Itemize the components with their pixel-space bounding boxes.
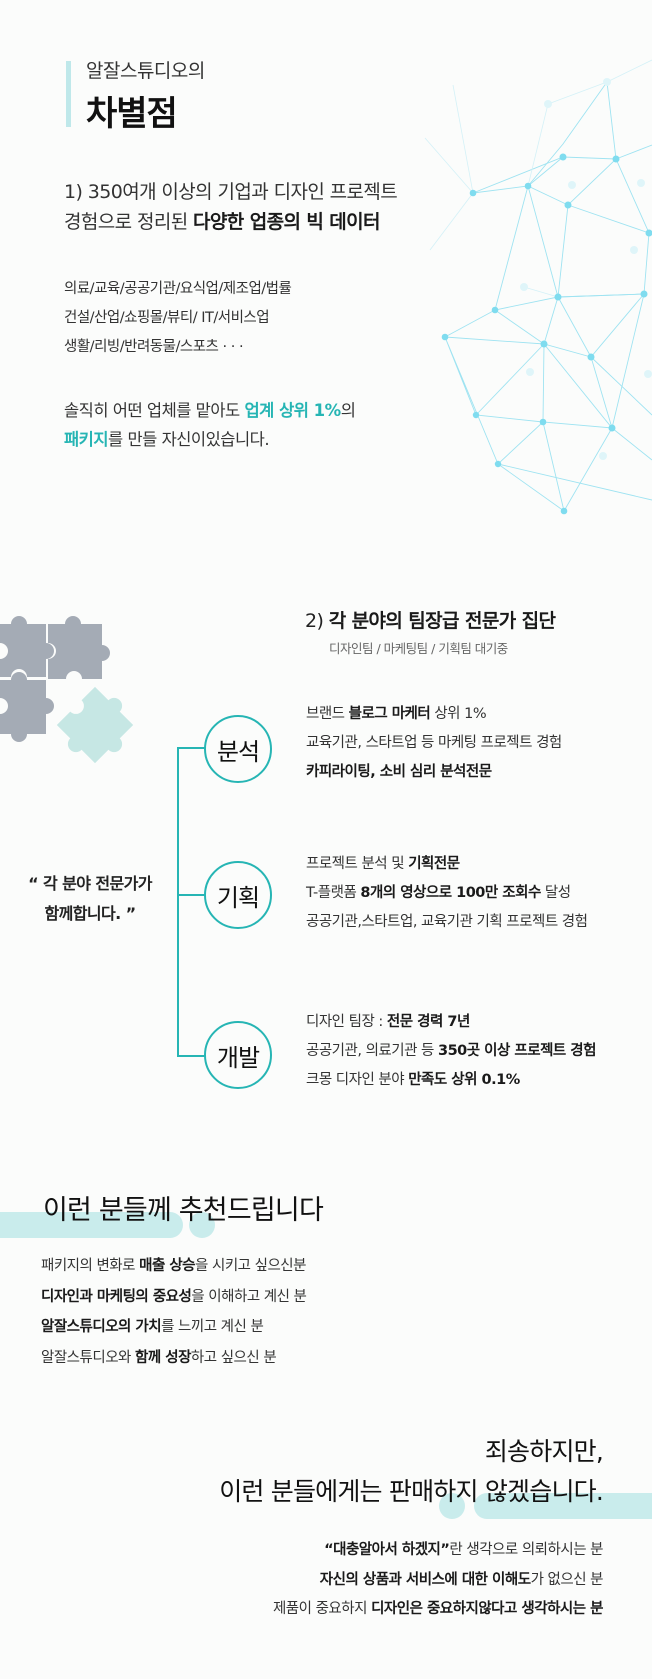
plain-text: 교육기관, 스타트업 등 마케팅 프로젝트 경험 [306, 735, 562, 751]
emphasis-text: 만족도 상위 0.1% [408, 1072, 520, 1088]
plain-text: 제품이 중요하지 [272, 1601, 372, 1617]
section-eyebrow: 알잘스튜디오의 [86, 60, 205, 82]
network-graphic-icon [424, 59, 652, 515]
list-item: 공공기관, 의료기관 등 350곳 이상 프로젝트 경험 [306, 1037, 596, 1066]
highlight-bar [474, 1493, 652, 1519]
team-badge-development: 개발 [204, 1021, 272, 1089]
emphasis-text: 함께 성장 [135, 1349, 191, 1366]
emphasis-text: “대충알아서 하겠지” [324, 1542, 450, 1558]
plain-text: 알잘스튜디오와 [41, 1349, 135, 1366]
team-details-analysis: 브랜드 블로그 마케터 상위 1% 교육기관, 스타트업 등 마케팅 프로젝트 경… [306, 700, 562, 787]
emphasis-text: 디자인은 중요하지않다고 생각하시는 분 [371, 1601, 603, 1617]
emphasis-text: 디자인과 마케팅의 중요성 [41, 1288, 192, 1305]
list-item: “대충알아서 하겠지”란 생각으로 의뢰하시는 분 [273, 1536, 603, 1566]
puzzle-pieces-icon [0, 616, 134, 764]
plain-text: 크몽 디자인 분야 [306, 1072, 409, 1088]
plain-text: T-플랫폼 [306, 885, 361, 901]
claim-accent: 패키지 [64, 430, 109, 449]
list-item: 프로젝트 분석 및 기획전문 [306, 850, 587, 879]
list-item: 디자인과 마케팅의 중요성을 이해하고 계신 분 [41, 1282, 307, 1313]
list-item: 브랜드 블로그 마케터 상위 1% [306, 700, 562, 729]
plain-text: 를 느끼고 계신 분 [161, 1319, 264, 1335]
quote-line: 함께합니다. ” [44, 904, 137, 923]
claim-plain: 솔직히 어떤 업체를 맡아도 [64, 401, 245, 420]
plain-text: 프로젝트 분석 및 [306, 856, 409, 872]
heading-line-1: 1) 350여개 이상의 기업과 디자인 프로젝트 [64, 181, 398, 203]
heading-line-2: 경험으로 정리된 다양한 업종의 빅 데이터 [64, 207, 397, 237]
experts-quote: “ 각 분야 전문가가 함께합니다. ” [20, 869, 160, 929]
list-item: 제품이 중요하지 디자인은 중요하지않다고 생각하시는 분 [272, 1595, 604, 1625]
plain-text: 상위 1% [430, 706, 487, 722]
plain-text: 가 없으신 분 [530, 1571, 604, 1588]
claim-end: 의 [340, 401, 356, 420]
not-for-title-line-1: 죄송하지만, [484, 1437, 604, 1466]
not-for-title-line-2: 이런 분들에게는 판매하지 않겠습니다. [219, 1477, 604, 1506]
emphasis-text: 8개의 영상으로 100만 조회수 [360, 885, 541, 901]
emphasis-text: 자신의 상품과 서비스에 대한 이해도 [319, 1571, 531, 1588]
highlight-dot [189, 1212, 215, 1238]
team-badge-analysis: 분석 [204, 715, 272, 783]
highlight-dot [439, 1493, 465, 1519]
plain-text: 하고 싶으신 분 [190, 1349, 277, 1366]
heading-bold: 각 분야의 팀장급 전문가 집단 [328, 610, 556, 632]
emphasis-text: 기획전문 [408, 856, 460, 872]
list-item: 디자인 팀장 : 전문 경력 7년 [306, 1008, 596, 1037]
title-accent-bar [66, 61, 71, 127]
claim-line-2: 패키지를 만들 자신이있습니다. [64, 425, 355, 454]
plain-text: 란 생각으로 의뢰하시는 분 [449, 1542, 603, 1558]
plain-text: 디자인 팀장 : [306, 1014, 387, 1030]
plain-text: 공공기관,스타트업, 교육기관 기획 프로젝트 경험 [306, 914, 588, 930]
highlight-bar [0, 1212, 183, 1238]
claim-accent: 업계 상위 1% [244, 401, 341, 420]
emphasis-text: 350곳 이상 프로젝트 경험 [438, 1043, 596, 1059]
tree-connector-branch [177, 1055, 205, 1057]
emphasis-text: 알잘스튜디오의 가치 [41, 1319, 162, 1335]
tree-connector-vertical [177, 747, 179, 1057]
plain-text: 브랜드 [306, 706, 349, 722]
emphasis-text: 전문 경력 7년 [386, 1014, 470, 1030]
not-for-title: 죄송하지만, 이런 분들에게는 판매하지 않겠습니다. [219, 1432, 604, 1512]
list-item: 자신의 상품과 서비스에 대한 이해도가 없으신 분 [273, 1566, 604, 1596]
plain-text: 을 이해하고 계신 분 [191, 1288, 307, 1305]
tree-connector-branch [177, 894, 205, 896]
list-item: 교육기관, 스타트업 등 마케팅 프로젝트 경험 [306, 729, 562, 758]
list-item: T-플랫폼 8개의 영상으로 100만 조회수 달성 [306, 879, 587, 908]
heading-line-2-plain: 경험으로 정리된 [64, 211, 194, 233]
page-title: 차별점 [86, 94, 178, 134]
list-item: 크몽 디자인 분야 만족도 상위 0.1% [306, 1066, 596, 1095]
plain-text: 을 시키고 싶으신분 [195, 1258, 306, 1274]
plain-text: 패키지의 변화로 [41, 1258, 140, 1274]
claim-line-1: 솔직히 어떤 업체를 맡아도 업계 상위 1%의 [64, 396, 356, 425]
plain-text: 공공기관, 의료기관 등 [306, 1043, 438, 1059]
industry-line: 의료/교육/공공기관/요식업/제조업/법률 [64, 281, 292, 297]
differentiator-2-heading: 2) 각 분야의 팀장급 전문가 집단 [305, 606, 556, 633]
industry-list: 의료/교육/공공기관/요식업/제조업/법률 건설/산업/쇼핑몰/뷰티/ IT/서… [64, 275, 292, 362]
list-item: 알잘스튜디오의 가치를 느끼고 계신 분 [41, 1312, 306, 1343]
list-item: 카피라이팅, 소비 심리 분석전문 [306, 758, 562, 787]
tree-connector-branch [177, 747, 205, 749]
claim-plain: 를 만들 자신이있습니다. [108, 430, 270, 449]
heading-prefix: 2) [305, 610, 329, 632]
emphasis-text: 카피라이팅, 소비 심리 분석전문 [306, 764, 492, 780]
differentiator-1-heading: 1) 350여개 이상의 기업과 디자인 프로젝트 경험으로 정리된 다양한 업… [64, 177, 398, 237]
quote-line: “ 각 분야 전문가가 [28, 874, 152, 893]
team-badge-planning: 기획 [204, 861, 272, 929]
heading-line-2-bold: 다양한 업종의 빅 데이터 [193, 211, 380, 233]
industry-line: 건설/산업/쇼핑몰/뷰티/ IT/서비스업 [64, 310, 270, 326]
plain-text: 달성 [540, 885, 571, 901]
recommend-title: 이런 분들께 추천드립니다 [43, 1195, 324, 1226]
team-subheading: 디자인팀 / 마케팅팀 / 기획팀 대기중 [329, 641, 508, 656]
list-item: 알잘스튜디오와 함께 성장하고 싶으신 분 [41, 1343, 306, 1374]
claim-text: 솔직히 어떤 업체를 맡아도 업계 상위 1%의 패키지를 만들 자신이있습니다… [64, 396, 356, 454]
list-item: 패키지의 변화로 매출 상승을 시키고 싶으신분 [41, 1251, 306, 1282]
list-item: 공공기관,스타트업, 교육기관 기획 프로젝트 경험 [306, 908, 588, 937]
emphasis-text: 매출 상승 [139, 1258, 196, 1274]
emphasis-text: 블로그 마케터 [348, 706, 431, 722]
industry-line: 생활/리빙/반려동물/스포츠 · · · [64, 339, 244, 355]
